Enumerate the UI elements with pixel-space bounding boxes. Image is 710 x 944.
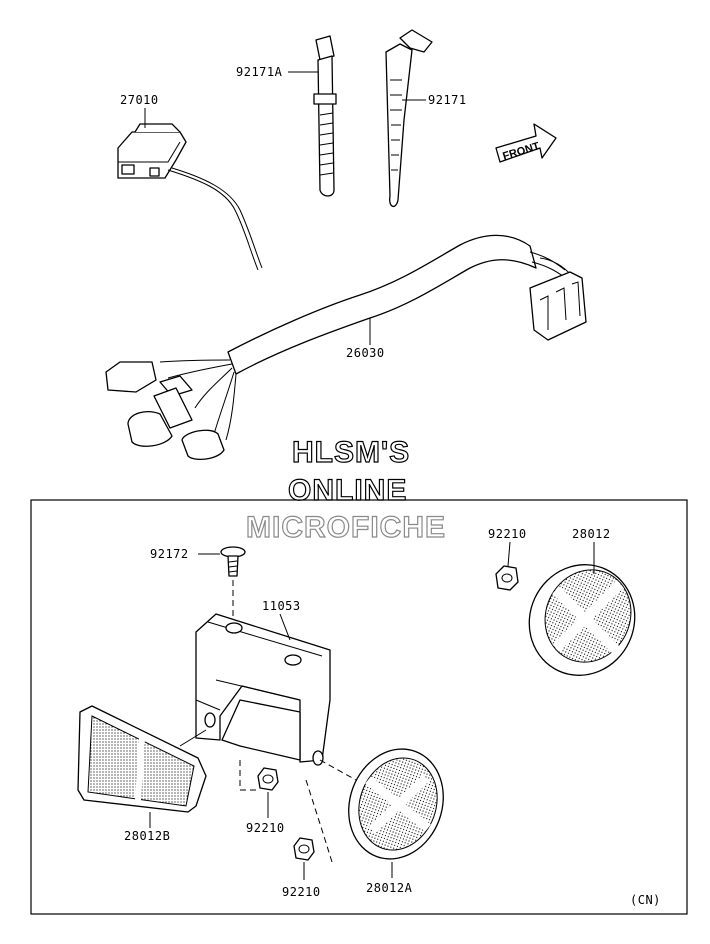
- label-92171: 92171: [428, 93, 467, 107]
- label-92210-bot: 92210: [282, 885, 321, 899]
- watermark-line3: MICROFICHE: [246, 511, 446, 544]
- label-92210-mid: 92210: [246, 821, 285, 835]
- label-28012: 28012: [572, 527, 611, 541]
- label-28012A: 28012A: [366, 881, 413, 895]
- front-arrow-icon: FRONT: [495, 123, 557, 163]
- label-27010: 27010: [120, 93, 159, 107]
- label-11053: 11053: [262, 599, 301, 613]
- wire-harness-26030[interactable]: [105, 234, 587, 461]
- reflector-28012B[interactable]: [77, 705, 207, 813]
- watermark-line1: HLSM'S: [292, 436, 410, 469]
- band-92171[interactable]: [385, 29, 433, 207]
- region-code: (CN): [630, 893, 661, 907]
- label-28012B: 28012B: [124, 829, 170, 843]
- reflector-group-frame: [30, 499, 688, 915]
- switch-27010[interactable]: [117, 108, 263, 271]
- reflector-28012A[interactable]: [334, 736, 459, 873]
- band-92171A[interactable]: [313, 35, 337, 197]
- nut-92210-top[interactable]: [495, 565, 519, 591]
- screw-92172[interactable]: [220, 546, 246, 577]
- reflector-28012[interactable]: [511, 547, 653, 692]
- bracket-11053[interactable]: [195, 613, 331, 766]
- label-26030: 26030: [346, 346, 385, 360]
- label-92210-top: 92210: [488, 527, 527, 541]
- nut-92210-bot[interactable]: [293, 837, 315, 861]
- nut-92210-mid[interactable]: [257, 767, 279, 791]
- watermark-line2: ONLINE: [288, 474, 407, 507]
- label-92172: 92172: [150, 547, 189, 561]
- label-92171A: 92171A: [236, 65, 283, 79]
